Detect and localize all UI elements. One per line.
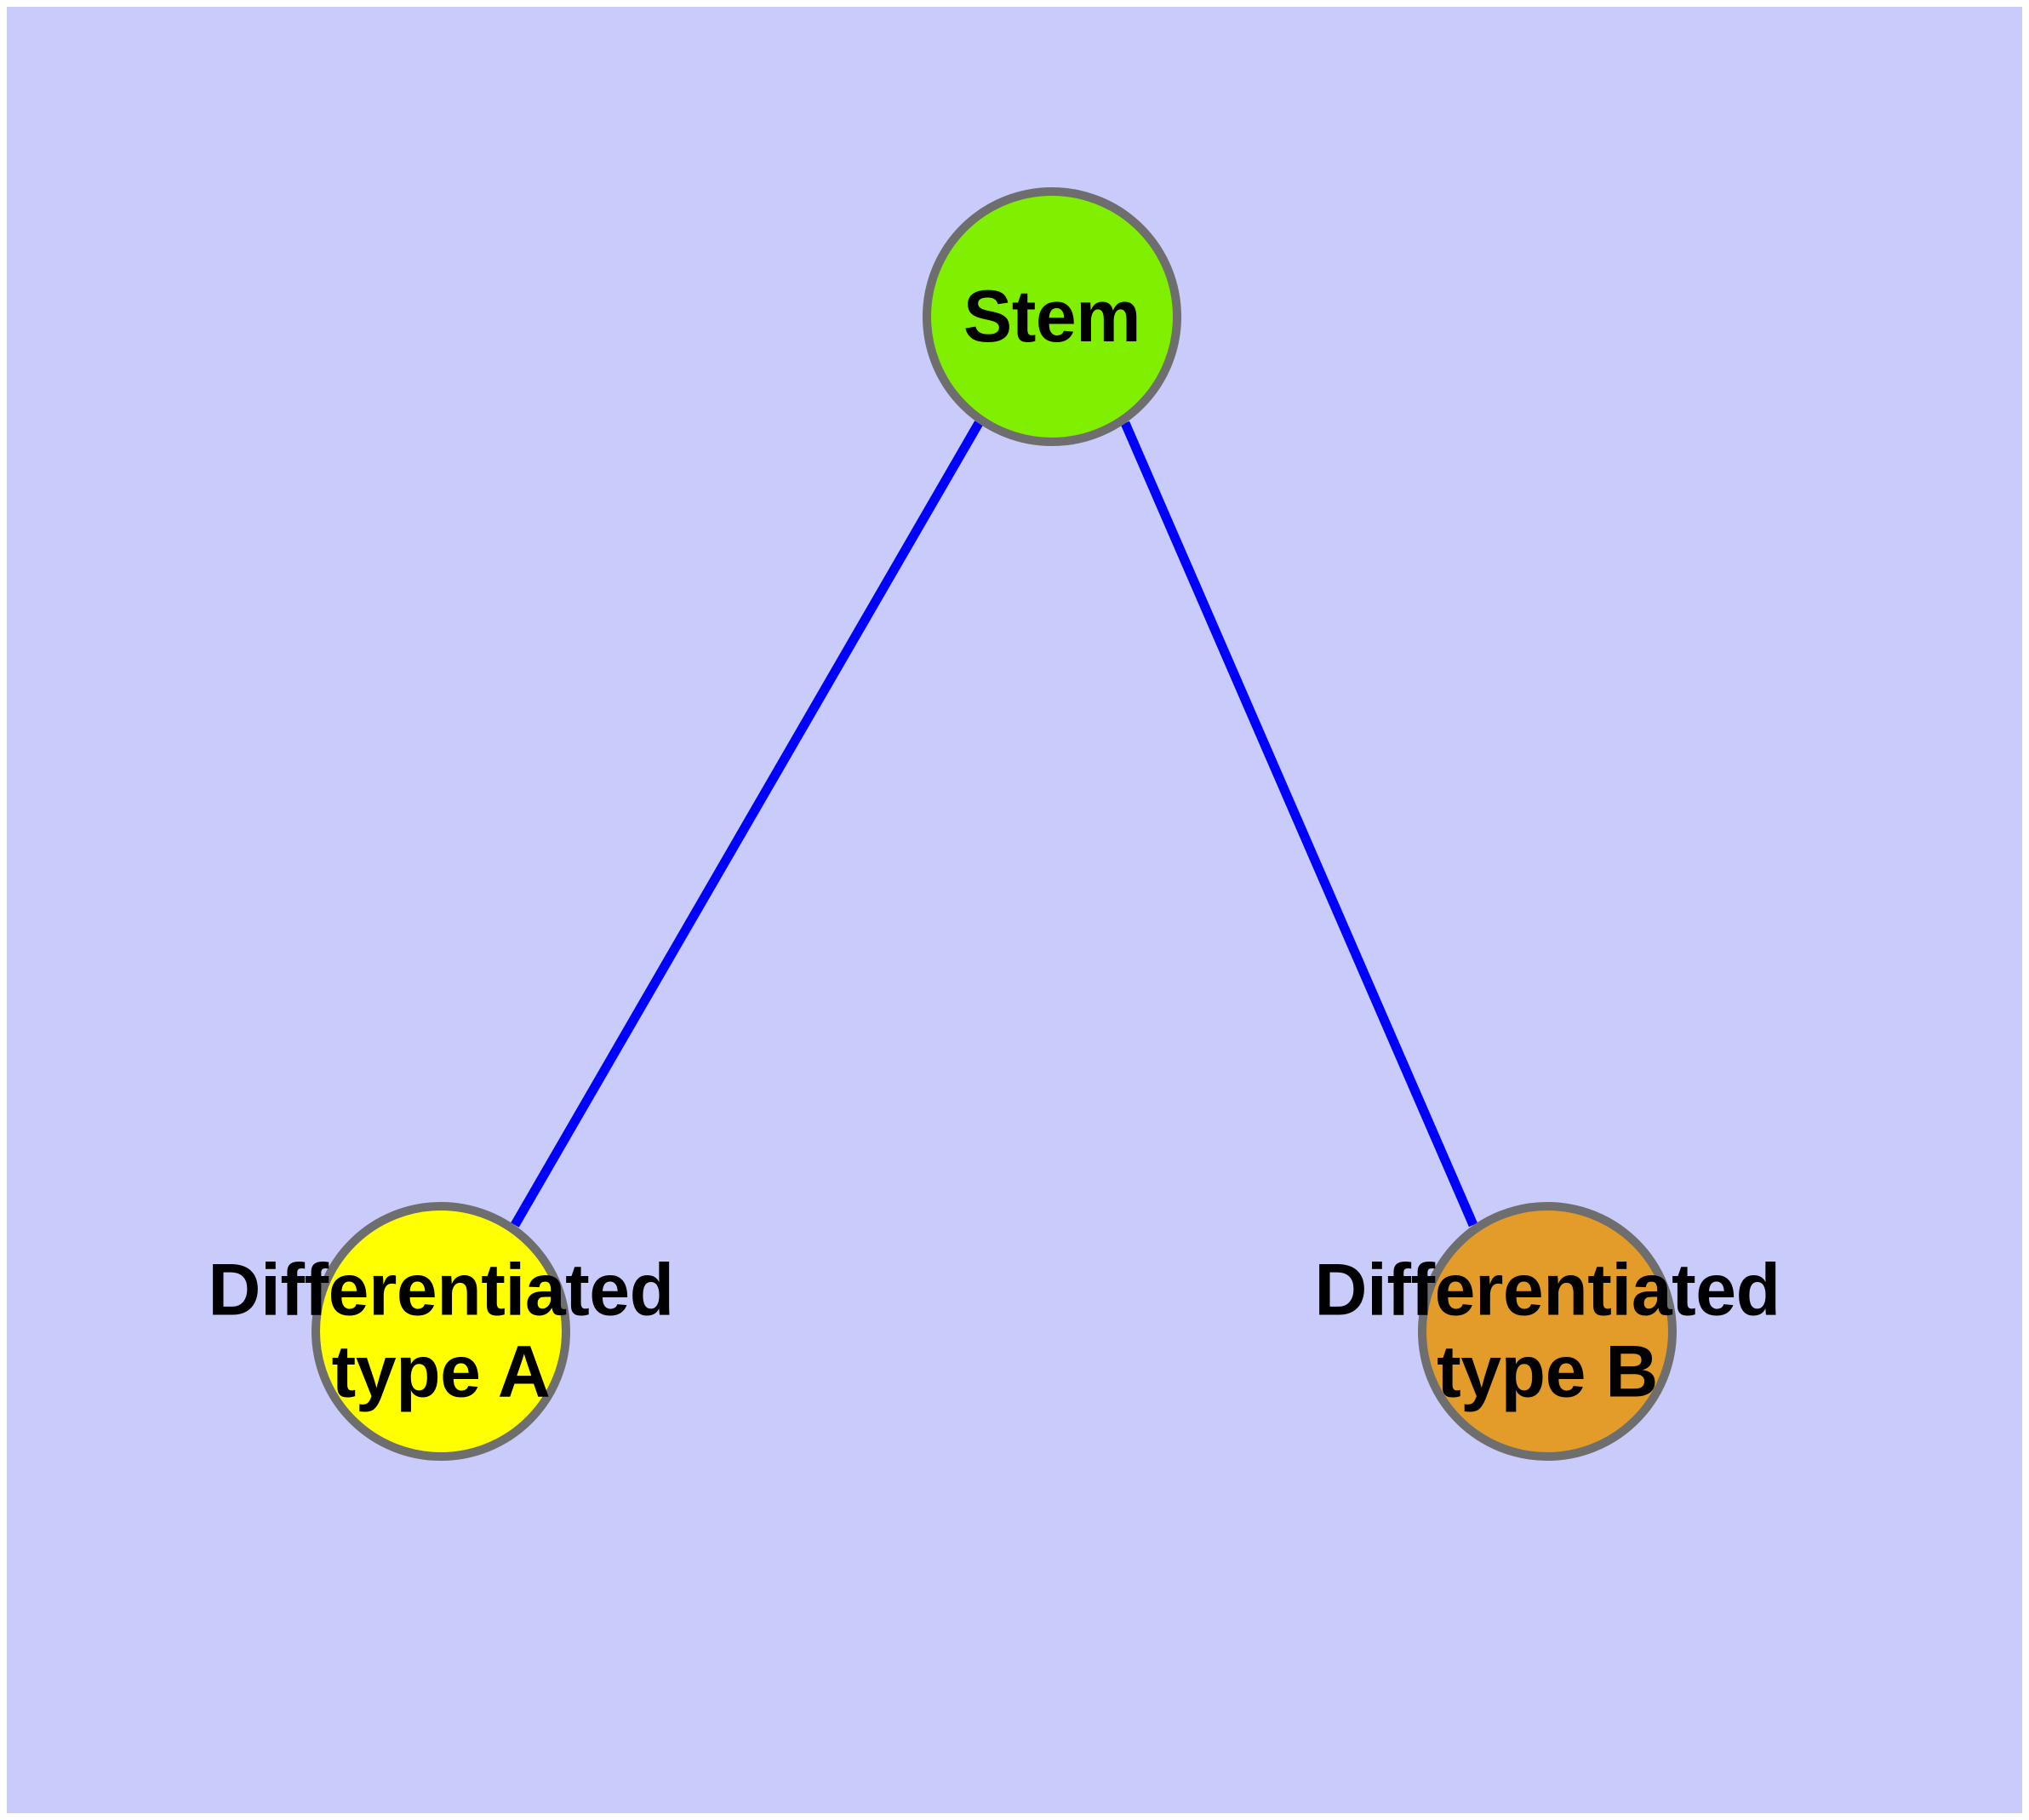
- node-layer: Stem Differentiated type A Differentiate…: [7, 7, 2022, 1813]
- edge-layer: [511, 421, 1478, 1228]
- edge-stem-to-differentiated-type-b[interactable]: [1120, 421, 1478, 1228]
- node-differentiated-type-a-label: Differentiated type A: [208, 1249, 674, 1413]
- node-differentiated-type-b-label: Differentiated type B: [1314, 1249, 1780, 1413]
- edge-stem-to-differentiated-type-a[interactable]: [511, 421, 983, 1228]
- node-stem[interactable]: Stem: [923, 187, 1181, 446]
- node-stem-label: Stem: [963, 275, 1141, 358]
- node-differentiated-type-a[interactable]: Differentiated type A: [208, 1202, 674, 1461]
- node-differentiated-type-b[interactable]: Differentiated type B: [1314, 1202, 1780, 1461]
- graph-canvas[interactable]: Stem Differentiated type A Differentiate…: [7, 7, 2022, 1813]
